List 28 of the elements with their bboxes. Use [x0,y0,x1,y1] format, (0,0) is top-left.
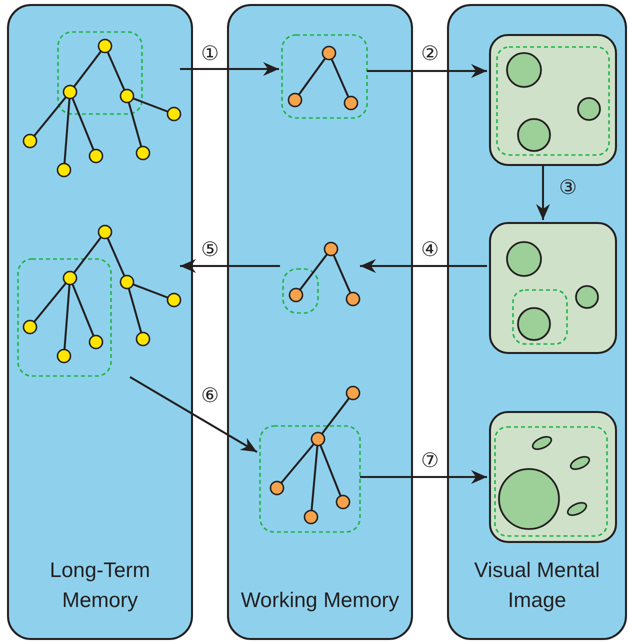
tree-drawing [282,240,362,315]
mental-image-drawing [489,411,617,543]
step-number: ⑥ [201,385,219,405]
memory-panel [227,4,413,640]
panel-title: Visual Mental Image [473,558,601,614]
arrow [367,64,487,78]
mental-image-drawing [489,222,617,354]
step-number: ③ [559,177,577,197]
mental-image-drawing [489,34,617,166]
tree-drawing [259,384,362,534]
step-number: ⑤ [201,239,219,259]
arrow [360,259,487,273]
step-number: ① [201,43,219,63]
tree-drawing [22,31,182,178]
memory-panel [7,4,193,640]
step-number: ④ [421,239,439,259]
tree-drawing [16,224,182,379]
memory-panel [447,4,627,640]
arrow [180,259,280,273]
arrow [180,62,279,76]
step-number: ⑦ [421,450,439,470]
arrow [360,470,487,484]
tree-drawing [281,34,369,120]
arrow [536,164,550,220]
panel-title: Long-Term Memory [48,558,152,614]
arrow [130,376,258,453]
step-number: ② [421,43,439,63]
panel-title: Working Memory [240,588,400,614]
